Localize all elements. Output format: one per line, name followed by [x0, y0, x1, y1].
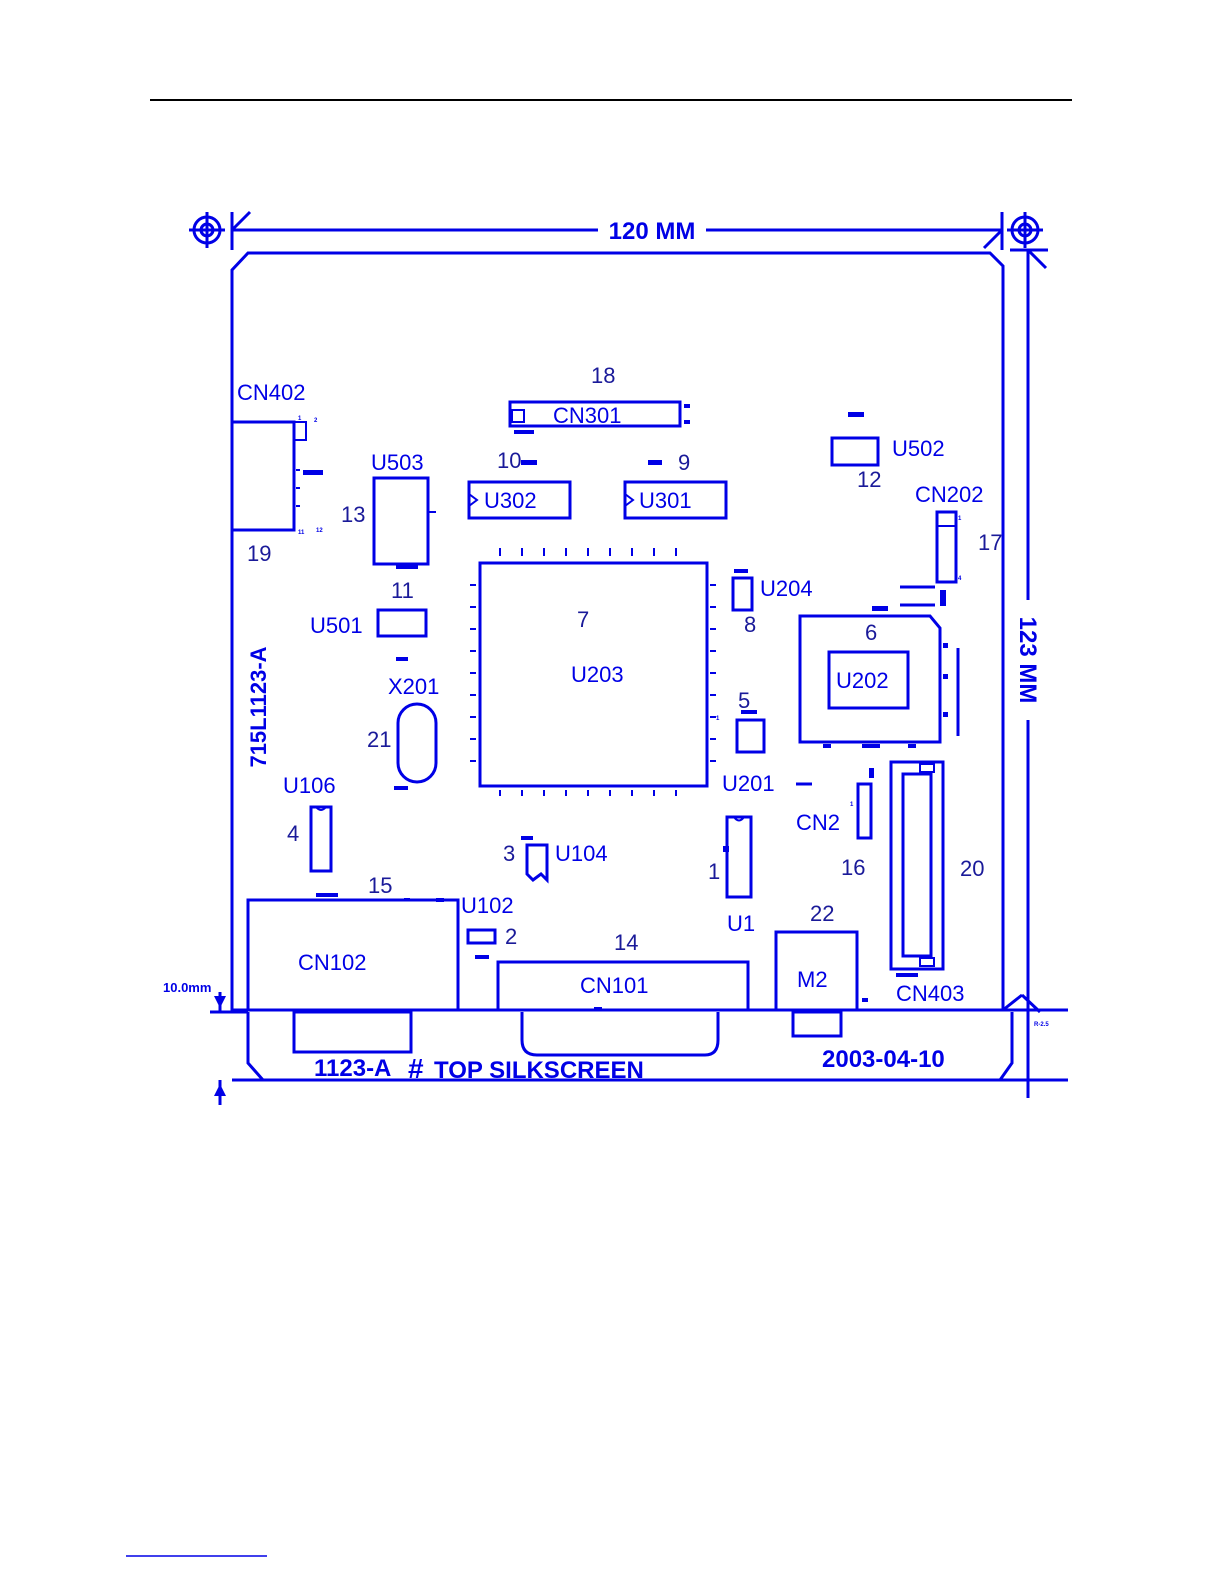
callout-9: 9	[678, 450, 690, 475]
board-id: 715L1123-A	[246, 646, 271, 767]
height-dimension-label: 123 MM	[1014, 617, 1041, 704]
ic-u1: U1	[723, 817, 755, 936]
svg-text:R-2.5: R-2.5	[1034, 1022, 1049, 1028]
connector-cn101: CN101	[498, 962, 748, 1055]
svg-text:CN102: CN102	[298, 950, 366, 975]
svg-text:U104: U104	[555, 841, 608, 866]
callout-14: 14	[614, 930, 638, 955]
callout-12: 12	[857, 467, 881, 492]
svg-text:U102: U102	[461, 893, 514, 918]
width-dimension: 120 MM	[232, 212, 1002, 250]
svg-text:4: 4	[958, 576, 962, 582]
callout-20: 20	[960, 856, 984, 881]
mounting-hole-icon	[1007, 212, 1043, 248]
connector-cn403: CN403	[891, 762, 964, 1006]
svg-text:U203: U203	[571, 662, 624, 687]
callout-1: 1	[708, 859, 720, 884]
ic-u501: U501	[310, 610, 426, 661]
callout-21: 21	[367, 727, 391, 752]
callout-4: 4	[287, 821, 299, 846]
svg-text:U202: U202	[836, 668, 889, 693]
svg-text:CN202: CN202	[915, 482, 983, 507]
ic-u202: U202	[800, 606, 958, 748]
svg-text:U201: U201	[722, 771, 775, 796]
svg-text:CN403: CN403	[896, 981, 964, 1006]
svg-text:M2: M2	[797, 967, 828, 992]
callout-2: 2	[505, 924, 517, 949]
ic-part-5	[737, 710, 764, 752]
svg-text:CN402: CN402	[237, 380, 305, 405]
connector-cn202: 1 4 CN202	[900, 482, 983, 606]
ic-u201: U201	[722, 771, 812, 796]
width-dimension-label: 120 MM	[609, 218, 696, 245]
callout-13: 13	[341, 502, 365, 527]
callout-10: 10	[497, 448, 521, 473]
callout-6: 6	[865, 620, 877, 645]
connector-cn402: CN402 1 2 11 12	[232, 380, 323, 536]
edge-dimension: 10.0mm	[163, 980, 248, 1105]
svg-text:U301: U301	[639, 488, 692, 513]
svg-text:1: 1	[716, 716, 720, 722]
svg-text:U502: U502	[892, 436, 945, 461]
callout-19: 19	[247, 541, 271, 566]
svg-text:1: 1	[850, 802, 854, 808]
svg-text:11: 11	[298, 530, 305, 536]
callout-15: 15	[368, 873, 392, 898]
svg-text:CN301: CN301	[553, 403, 621, 428]
height-dimension: 123 MM	[1010, 250, 1048, 1098]
ic-u503: U503	[371, 450, 436, 569]
silkscreen-note: TOP SILKSCREEN	[434, 1057, 644, 1084]
silkscreen-date: 2003-04-10	[822, 1046, 945, 1073]
crystal-x201: X201	[388, 657, 439, 790]
svg-text:U503: U503	[371, 450, 424, 475]
callout-8: 8	[744, 612, 756, 637]
ic-u301: U301	[625, 460, 726, 518]
svg-text:U501: U501	[310, 613, 363, 638]
connector-cn102: CN102	[248, 893, 458, 1052]
callout-22: 22	[810, 901, 834, 926]
callout-3: 3	[503, 841, 515, 866]
svg-text:U302: U302	[484, 488, 537, 513]
connector-m2: M2	[776, 932, 868, 1036]
callout-5: 5	[738, 688, 750, 713]
svg-text:CN101: CN101	[580, 973, 648, 998]
svg-text:12: 12	[316, 528, 323, 534]
svg-text:X201: X201	[388, 674, 439, 699]
ic-u203: U203	[470, 548, 716, 796]
callout-16: 16	[841, 855, 865, 880]
svg-text:U1: U1	[727, 911, 755, 936]
callout-7: 7	[577, 607, 589, 632]
svg-text:2: 2	[314, 418, 318, 424]
mounting-hole-icon	[189, 212, 225, 248]
connector-cn2: 1 CN2	[796, 768, 874, 838]
ic-u104: U104	[521, 836, 608, 880]
silkscreen-mark: #	[408, 1053, 424, 1084]
callout-11: 11	[391, 578, 414, 603]
svg-text:CN2: CN2	[796, 810, 840, 835]
svg-text:U204: U204	[760, 576, 813, 601]
svg-text:1: 1	[958, 516, 962, 522]
edge-dimension-label: 10.0mm	[163, 980, 211, 995]
callout-18: 18	[591, 363, 615, 388]
ic-u204: U204	[733, 569, 813, 610]
callout-17: 17	[978, 530, 1002, 555]
silkscreen-title: 1123-A	[314, 1055, 391, 1082]
connector-cn301: CN301	[510, 402, 690, 434]
ic-u502: U502	[832, 412, 945, 465]
svg-text:U106: U106	[283, 773, 336, 798]
